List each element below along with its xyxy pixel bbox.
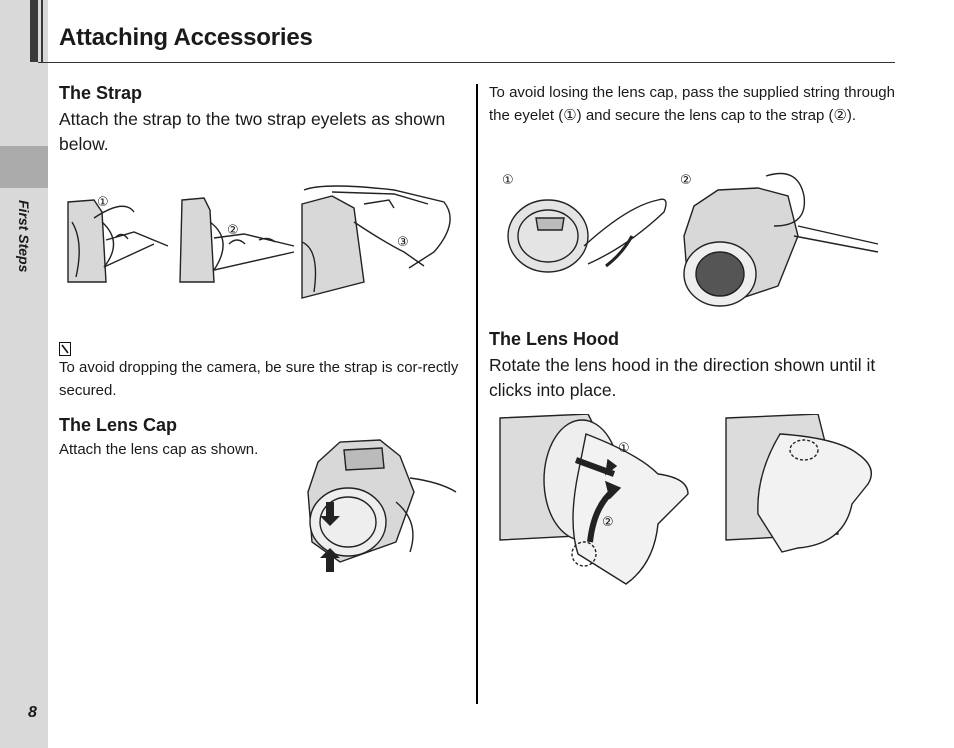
lens-cap-string-body: To avoid losing the lens cap, pass the s…: [489, 84, 895, 124]
lens-hood-illustration: ① ②: [499, 414, 872, 585]
hood-marker-1: ①: [618, 441, 630, 456]
note-pencil-icon: [59, 342, 71, 356]
sidebar: [0, 0, 48, 748]
title-accent-line: [41, 0, 43, 62]
strap-marker-2: ②: [227, 223, 239, 238]
strap-marker-3: ③: [397, 235, 409, 250]
title-accent-bar: [30, 0, 38, 62]
strap-illustration: ① ② ③: [67, 185, 451, 299]
hood-marker-2: ②: [602, 515, 614, 530]
page-number: 8: [28, 704, 37, 721]
lens-cap-body: Attach the lens cap as shown.: [59, 441, 259, 458]
lens-hood-heading: The Lens Hood: [489, 329, 619, 349]
lens-cap-string-illustration: ① ②: [502, 172, 879, 307]
column-divider: [476, 84, 478, 704]
strap-body: Attach the strap to the two strap eyelet…: [59, 109, 446, 154]
section-label: First Steps: [16, 200, 32, 273]
string-marker-1: ①: [502, 173, 514, 188]
lens-cap-heading: The Lens Cap: [59, 415, 178, 435]
string-marker-2: ②: [680, 173, 692, 188]
page-title: Attaching Accessories: [59, 24, 313, 51]
strap-marker-1: ①: [97, 195, 109, 210]
note-text: To avoid dropping the camera, be sure th…: [59, 359, 459, 399]
strap-heading: The Strap: [59, 83, 143, 103]
section-tab-marker: [0, 146, 48, 188]
lens-hood-body: Rotate the lens hood in the direction sh…: [489, 355, 876, 400]
lens-cap-illustration: [307, 439, 457, 572]
title-rule: [38, 62, 895, 63]
